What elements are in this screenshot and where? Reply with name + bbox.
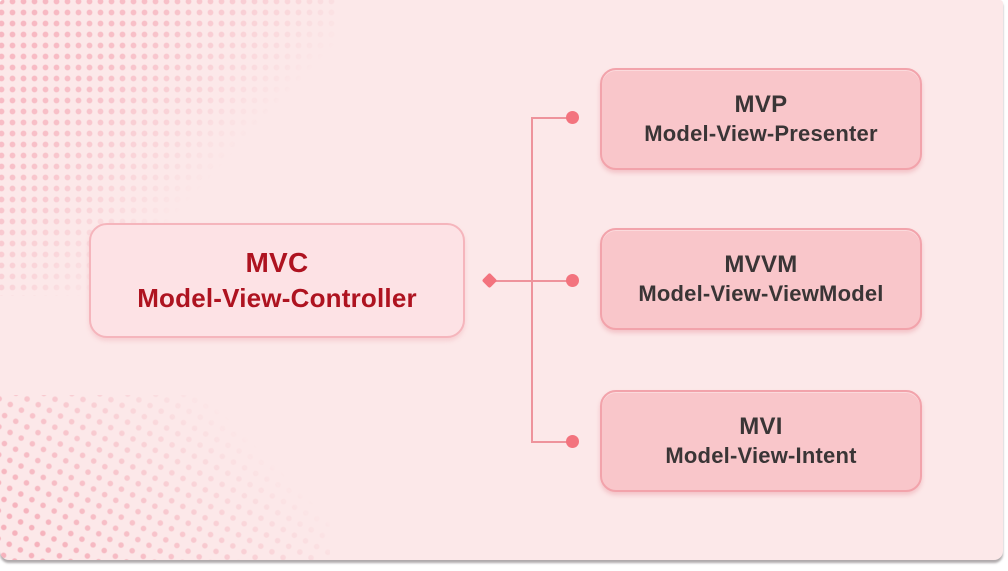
mvp-node: MVP Model-View-Presenter bbox=[600, 68, 922, 170]
mvi-node: MVI Model-View-Intent bbox=[600, 390, 922, 492]
connector-branch-line-bottom bbox=[531, 441, 569, 443]
mvi-node-title: MVI bbox=[739, 413, 783, 441]
connector-dot-mvi bbox=[566, 435, 579, 448]
mvvm-node-title: MVVM bbox=[724, 251, 798, 279]
halftone-dots bbox=[0, 395, 330, 560]
connector-trunk-line bbox=[490, 280, 569, 282]
mvp-node-title: MVP bbox=[734, 91, 788, 119]
mvc-node: MVC Model-View-Controller bbox=[89, 223, 465, 338]
mvp-node-subtitle: Model-View-Presenter bbox=[644, 121, 878, 147]
mvvm-node: MVVM Model-View-ViewModel bbox=[600, 228, 922, 330]
connector-dot-mvp bbox=[566, 111, 579, 124]
diagram-canvas: MVC Model-View-Controller MVP Model-View… bbox=[0, 0, 1003, 560]
mvvm-node-subtitle: Model-View-ViewModel bbox=[638, 281, 884, 307]
connector-diamond-mvc bbox=[481, 272, 498, 289]
connector-branch-line-top bbox=[531, 117, 569, 119]
mvc-node-title: MVC bbox=[245, 247, 309, 279]
mvi-node-subtitle: Model-View-Intent bbox=[665, 443, 857, 469]
connector-dot-mvvm bbox=[566, 274, 579, 287]
mvc-node-subtitle: Model-View-Controller bbox=[137, 282, 417, 313]
halftone-pattern-bottom-left bbox=[0, 395, 330, 560]
